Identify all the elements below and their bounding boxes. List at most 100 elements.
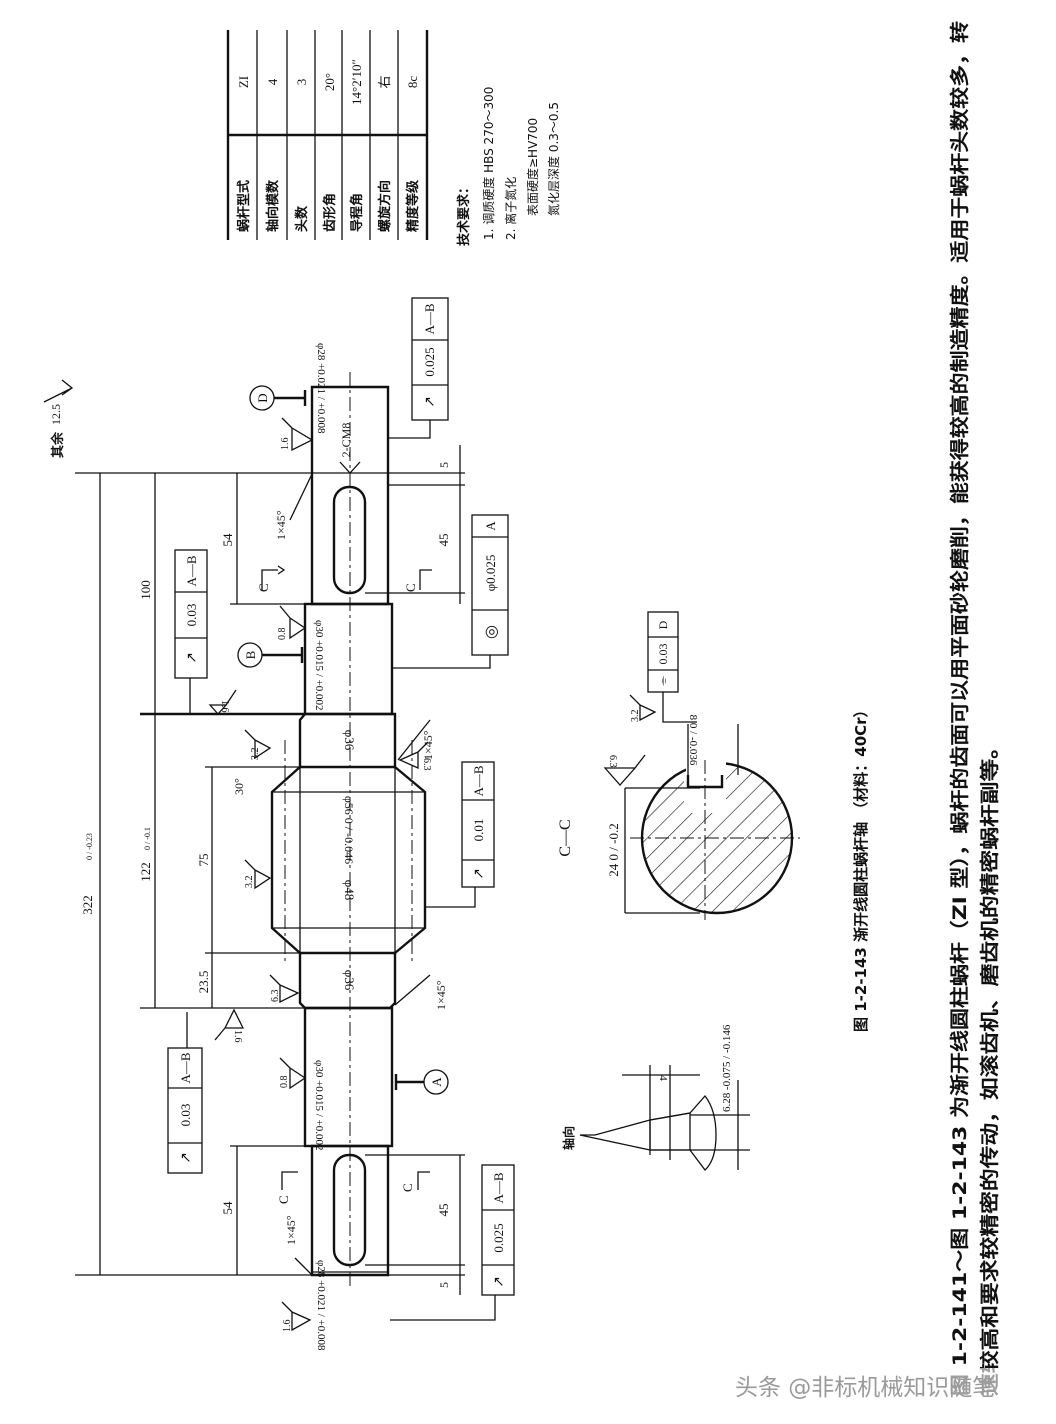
svg-text:A—B: A—B (422, 303, 437, 334)
section-view-c-c: C—C 24 0 / -0.2 8 0 / -0.036 (557, 715, 800, 920)
dim-4: 4 (657, 1075, 669, 1081)
tolerance-frame: ↗ 0.03 A—B (174, 549, 208, 714)
roughness-symbol: 1.6 (281, 1301, 312, 1333)
svg-text:0.03: 0.03 (184, 604, 199, 627)
svg-text:B: B (243, 650, 258, 659)
roughness-symbol: 1.6 (214, 1008, 245, 1043)
worm-parameters-table: 蜗杆型式 轴向模数 头数 齿形角 导程角 螺旋方向 精度等级 ZI 4 3 20… (226, 30, 429, 240)
dim-45-bottom: 45 (436, 1204, 451, 1217)
roughness-symbol: 1.6 (208, 689, 237, 715)
dim-dia-30-top: φ30 +0.015 / +0.002 (313, 620, 325, 711)
dim-8: 8 0 / -0.036 (687, 715, 699, 766)
dim-45-top: 45 (436, 534, 451, 547)
param-value: 8c (405, 76, 420, 89)
param-name: 螺旋方向 (377, 180, 393, 232)
dim-dia-30-bottom: φ30 +0.015 / +0.002 (313, 1060, 325, 1151)
dimension-labels: 322 0 / -0.23 100 122 0 / -0.1 54 54 75 … (80, 343, 451, 1351)
svg-text:6.3: 6.3 (270, 990, 281, 1003)
tooth-profile-detail: 轴向 4 6.28 -0.075 / -0.146 (561, 1024, 750, 1171)
dim-dia-36-top: φ36 (342, 730, 357, 751)
tolerance-frame: ↗ 0.025 A—B (388, 297, 449, 439)
svg-text:0.8: 0.8 (277, 628, 288, 641)
runout-icon: ↗ (471, 868, 487, 880)
svg-text:1.6: 1.6 (282, 1320, 293, 1333)
svg-text:0.03: 0.03 (656, 644, 670, 665)
dim-dia-48: φ48 (342, 880, 357, 901)
dim-5-top: 5 (437, 462, 451, 468)
param-value: 4 (265, 78, 280, 85)
svg-text:6.3: 6.3 (421, 758, 432, 771)
general-roughness-note: 其余 12.5 (43, 379, 74, 458)
roughness-symbol: 0.8 (279, 1057, 307, 1090)
svg-text:A: A (483, 521, 498, 531)
chamfer-label: 1×45° (434, 980, 448, 1010)
technical-requirements: 技术要求： 1. 调质硬度 HBS 270～300 2. 离子氮化 表面硬度≥H… (456, 87, 561, 246)
datum-a: A (394, 1069, 449, 1095)
dim-54-top: 54 (220, 533, 235, 547)
roughness-symbol-icon (43, 379, 74, 403)
runout-icon: ↗ (184, 652, 200, 664)
dim-dia-36-bottom: φ36 (342, 970, 357, 991)
param-value: 14°2′10″ (349, 59, 364, 105)
dim-6-28: 6.28 -0.075 / -0.146 (721, 1024, 733, 1112)
svg-text:3.2: 3.2 (250, 748, 261, 761)
tech-req-item: 1. 调质硬度 HBS 270～300 (481, 87, 496, 240)
dim-dia-56: φ56 0 / -0.046 (342, 796, 356, 864)
param-value: 3 (294, 79, 309, 86)
svg-text:0.025: 0.025 (422, 347, 437, 376)
svg-text:1.6: 1.6 (280, 438, 291, 451)
dim-122: 122 (138, 862, 153, 882)
svg-text:C: C (276, 1195, 291, 1204)
description-line-2: 速较高和要求较精密的传动，如滚齿机、磨齿机的精密蜗杆副等。 (978, 736, 1001, 1396)
tech-req-item: 氮化层深度 0.3～0.5 (546, 102, 561, 216)
section-title: C—C (557, 819, 574, 856)
svg-text:A—B: A—B (471, 765, 486, 796)
svg-text:6.3: 6.3 (607, 755, 618, 768)
datum-b: B (237, 642, 304, 668)
dimension-lines (75, 445, 465, 1295)
roughness-symbol: 6.3 (603, 754, 646, 786)
center-hole-spec: 2-CM8 (339, 423, 353, 458)
param-value: 右 (378, 75, 393, 88)
dim-23-5: 23.5 (196, 971, 211, 994)
runout-icon: ↗ (422, 396, 438, 408)
tolerance-frame: ↗ 0.01 A—B (425, 761, 495, 908)
roughness-symbol: 6.3 (398, 741, 432, 771)
svg-text:D: D (656, 620, 670, 629)
roughness-symbol: 6.3 (269, 974, 300, 1004)
svg-text:3.2: 3.2 (630, 710, 641, 723)
svg-text:C: C (403, 583, 418, 592)
dim-5-bottom: 5 (437, 1282, 451, 1288)
symmetry-icon: ⌯ (656, 676, 670, 686)
chamfer-label: 1×45° (274, 510, 288, 540)
dim-total-length: 322 (80, 895, 95, 915)
concentricity-icon: ◎ (481, 625, 500, 639)
tech-req-title: 技术要求： (456, 181, 472, 246)
svg-text:3.2: 3.2 (244, 876, 255, 889)
axial-direction-label: 轴向 (561, 1126, 576, 1150)
svg-text:C: C (256, 583, 271, 592)
roughness-note-label: 其余 (50, 431, 66, 458)
svg-text:0.03: 0.03 (178, 1104, 193, 1127)
dim-24: 24 0 / -0.2 (606, 823, 621, 876)
description-line-1: 图 1-2-141～图 1-2-143 为渐开线圆柱蜗杆（ZI 型），蜗杆的齿面… (948, 21, 971, 1396)
svg-text:1.6: 1.6 (232, 1030, 243, 1043)
figure-caption: 图 1-2-143 渐开线圆柱蜗杆轴 （材料：40Cr） (852, 702, 870, 1032)
roughness-symbols: 1.6 0.8 1.6 3.2 6.3 3.2 6.3 1.6 0.8 1.6 … (208, 417, 657, 1333)
tolerance-frame: ◎ φ0.025 A (392, 514, 509, 669)
param-name: 精度等级 (405, 179, 421, 232)
svg-text:φ0.025: φ0.025 (483, 555, 498, 592)
datum-d: D (249, 385, 307, 411)
chamfer-label: 1×45° (421, 730, 435, 760)
param-name: 齿形角 (322, 193, 338, 232)
param-name: 导程角 (349, 193, 365, 232)
tech-req-item: 表面硬度≥HV700 (525, 118, 540, 216)
roughness-symbol: 1.6 (280, 417, 314, 452)
roughness-symbol: 3.2 (629, 694, 657, 723)
param-name: 头数 (294, 205, 310, 232)
watermark: 头条 @非标机械知识随笔 (735, 1375, 995, 1401)
roughness-symbol: 3.2 (244, 729, 272, 761)
dim-122-tolerance: 0 / -0.1 (143, 827, 152, 850)
param-value: ZI (236, 76, 251, 88)
